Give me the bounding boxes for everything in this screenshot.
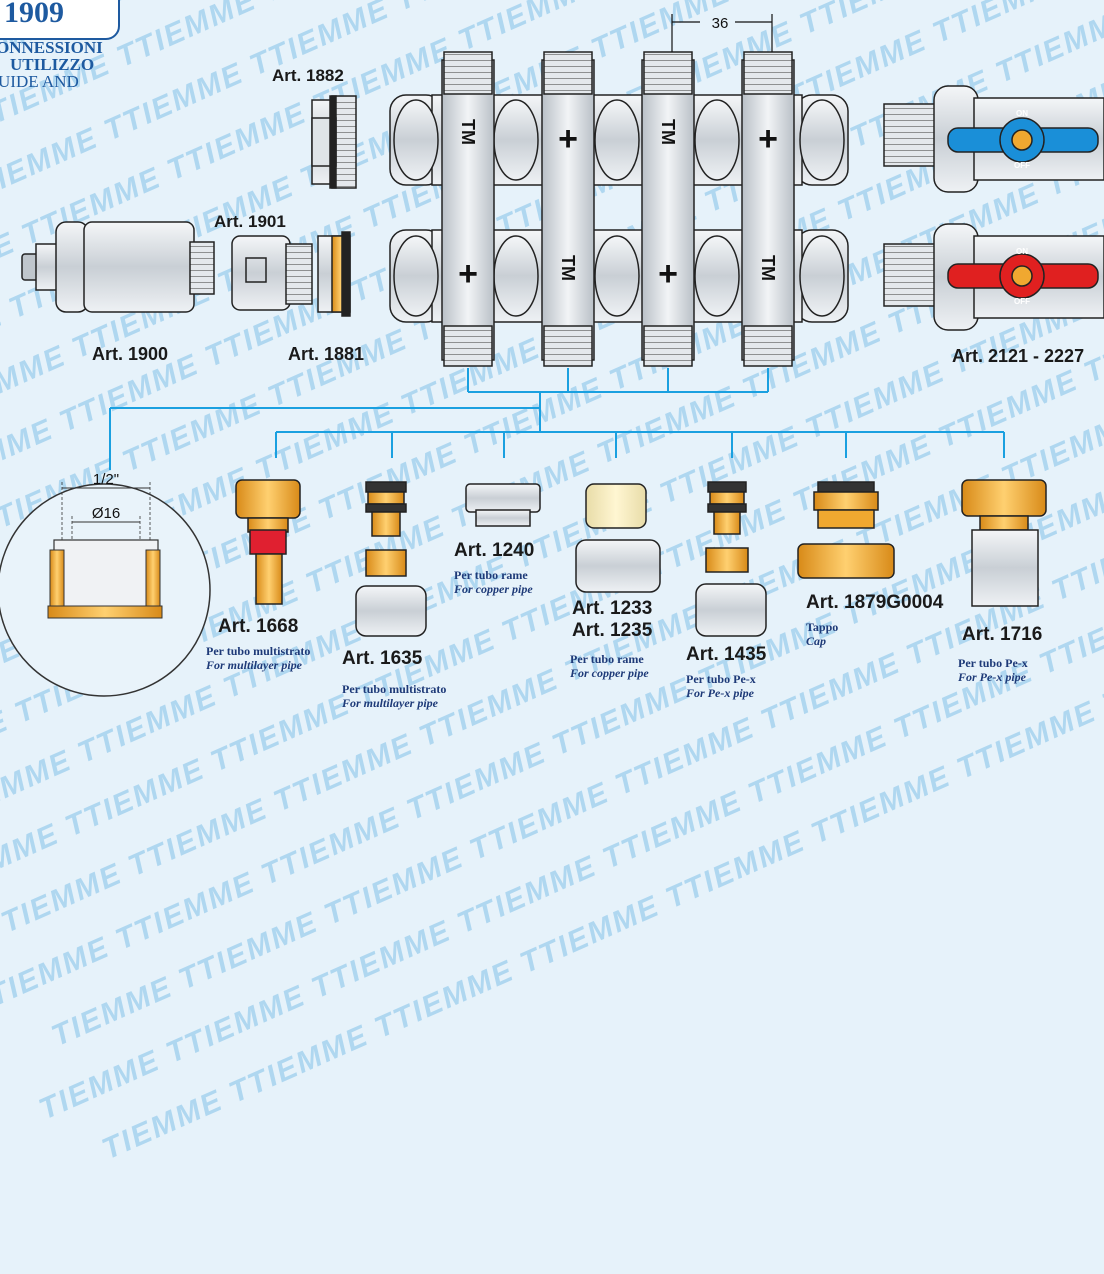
header-line-2: UTILIZZO xyxy=(10,55,95,74)
caption-1233-en: For copper pipe xyxy=(570,666,649,680)
label-art-1881: Art. 1881 xyxy=(288,344,365,364)
caption-1716-en: For Pe-x pipe xyxy=(958,670,1026,684)
air-vent-1900 xyxy=(21,221,215,313)
valve-blue-on: ON xyxy=(1016,109,1028,118)
dimension-36 xyxy=(671,14,773,52)
header-box: 1909 xyxy=(0,0,120,40)
valve-blue-off: OFF xyxy=(1014,161,1030,170)
catalog-drawing: TM + TM + + TM + TM 36 xyxy=(0,14,1104,697)
fitting-1901 xyxy=(231,235,313,311)
caption-1635-it: Per tubo multistrato xyxy=(342,682,447,696)
header-line-3: UIDE AND xyxy=(0,72,79,91)
manifold-mark-plus: + xyxy=(558,120,578,158)
header-line-1: ONNESSIONI xyxy=(0,38,103,57)
label-art-1235: Art. 1235 xyxy=(572,620,653,641)
caption-1240-en: For copper pipe xyxy=(454,582,533,596)
valve-red-off: OFF xyxy=(1014,297,1030,306)
cap-1879G0004 xyxy=(797,481,895,579)
caption-1435-it: Per tubo Pe-x xyxy=(686,672,756,686)
valve-blue xyxy=(883,85,1104,193)
valve-red-on: ON xyxy=(1016,247,1028,256)
fitting-1233 xyxy=(575,483,661,593)
manifold-mark-tm: TM xyxy=(558,255,578,281)
caption-1668-it: Per tubo multistrato xyxy=(206,644,311,658)
label-art-1635: Art. 1635 xyxy=(342,648,423,669)
manifold-mark-plus: + xyxy=(458,255,478,293)
label-art-1900: Art. 1900 xyxy=(92,344,169,364)
label-art-1668: Art. 1668 xyxy=(218,616,299,637)
label-art-1901: Art. 1901 xyxy=(214,212,286,231)
label-art-1879G0004: Art. 1879G0004 xyxy=(806,592,944,613)
header-code: 1909 xyxy=(4,0,64,29)
dimension-label: 36 xyxy=(712,15,729,32)
label-art-1882: Art. 1882 xyxy=(272,66,344,85)
detail-diameter-label: Ø16 xyxy=(92,505,120,522)
caption-1635-en: For multilayer pipe xyxy=(342,696,438,710)
label-art-1233: Art. 1233 xyxy=(572,598,653,619)
manifold-mark-tm: TM xyxy=(758,255,778,281)
detail-thread-label: 1/2" xyxy=(93,471,119,488)
caption-1879-en: Cap xyxy=(806,634,827,648)
manifold-mark-plus: + xyxy=(758,120,778,158)
label-art-2121-2227: Art. 2121 - 2227 xyxy=(952,346,1085,366)
manifold-mark-tm: TM xyxy=(458,119,478,145)
label-art-1716: Art. 1716 xyxy=(962,624,1043,645)
manifold-mark-tm: TM xyxy=(658,119,678,145)
caption-1668-en: For multilayer pipe xyxy=(206,658,302,672)
label-art-1435: Art. 1435 xyxy=(686,644,767,665)
caption-1879-it: Tappo xyxy=(806,620,839,634)
fitting-1435 xyxy=(695,481,767,637)
fitting-1881 xyxy=(317,231,351,317)
caption-1233-it: Per tubo rame xyxy=(570,652,644,666)
plug-1882 xyxy=(311,95,357,189)
manifold xyxy=(389,51,849,367)
fitting-1668 xyxy=(235,479,301,605)
manifold-mark-plus: + xyxy=(658,255,678,293)
fitting-1240 xyxy=(465,483,541,527)
fitting-1635 xyxy=(355,481,427,637)
detail-circle xyxy=(0,482,211,697)
valve-red xyxy=(883,223,1104,331)
manifold-marks: TM + TM + + TM + TM xyxy=(458,119,778,293)
label-art-1240: Art. 1240 xyxy=(454,540,535,561)
caption-1435-en: For Pe-x pipe xyxy=(686,686,754,700)
fitting-1716 xyxy=(961,479,1047,607)
caption-1716-it: Per tubo Pe-x xyxy=(958,656,1028,670)
caption-1240-it: Per tubo rame xyxy=(454,568,528,582)
connection-tree xyxy=(109,368,1005,470)
